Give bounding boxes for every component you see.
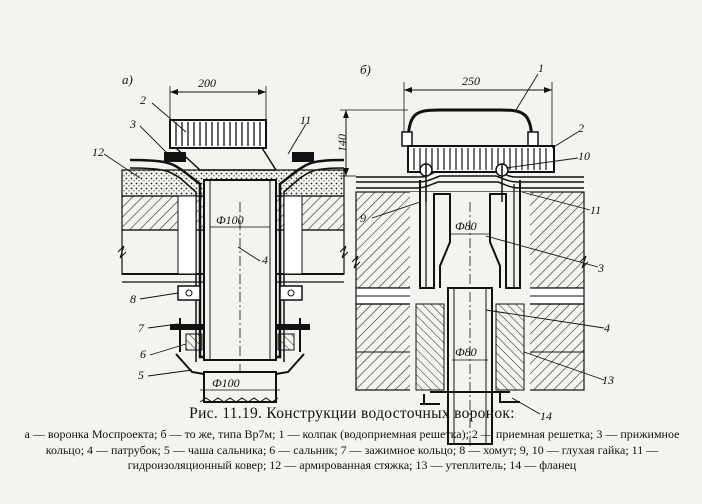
part-b-2: 2 bbox=[578, 121, 584, 135]
dim-b-d-bottom: Ф80 bbox=[455, 345, 477, 359]
label-b: б) bbox=[360, 62, 371, 77]
caption-title: Рис. 11.19. Конструкции водосточных воро… bbox=[189, 405, 515, 422]
part-a-6: 6 bbox=[140, 347, 146, 361]
part-a-3: 3 bbox=[129, 117, 136, 131]
part-b-3: 3 bbox=[597, 261, 604, 275]
part-a-12: 12 bbox=[92, 145, 104, 159]
dim-a-width: 200 bbox=[198, 76, 216, 90]
part-a-4: 4 bbox=[262, 253, 268, 267]
dim-a-d-bottom: Ф100 bbox=[212, 376, 240, 390]
part-a-8: 8 bbox=[130, 292, 136, 306]
dim-a-d-top: Ф100 bbox=[216, 213, 244, 227]
figure-caption: Рис. 11.19. Конструкции водосточных воро… bbox=[14, 405, 690, 474]
part-b-4: 4 bbox=[604, 321, 610, 335]
part-b-1: 1 bbox=[538, 61, 544, 75]
drawing-a bbox=[103, 86, 349, 403]
part-a-2: 2 bbox=[140, 93, 146, 107]
part-a-5: 5 bbox=[138, 368, 144, 382]
part-a-11: 11 bbox=[300, 113, 311, 127]
drawing-b bbox=[340, 73, 605, 447]
dim-b-width: 250 bbox=[462, 74, 480, 88]
part-b-14: 14 bbox=[540, 409, 552, 423]
part-b-9: 9 bbox=[360, 211, 366, 225]
part-a-7: 7 bbox=[138, 321, 145, 335]
dim-b-d-top: Ф80 bbox=[455, 219, 477, 233]
caption-legend: а — воронка Моспроекта; б — то же, типа … bbox=[24, 427, 680, 472]
part-b-13: 13 bbox=[602, 373, 614, 387]
label-a: а) bbox=[122, 72, 133, 87]
part-b-11: 11 bbox=[590, 203, 601, 217]
dim-b-height: 140 bbox=[335, 134, 349, 152]
part-b-10: 10 bbox=[578, 149, 590, 163]
